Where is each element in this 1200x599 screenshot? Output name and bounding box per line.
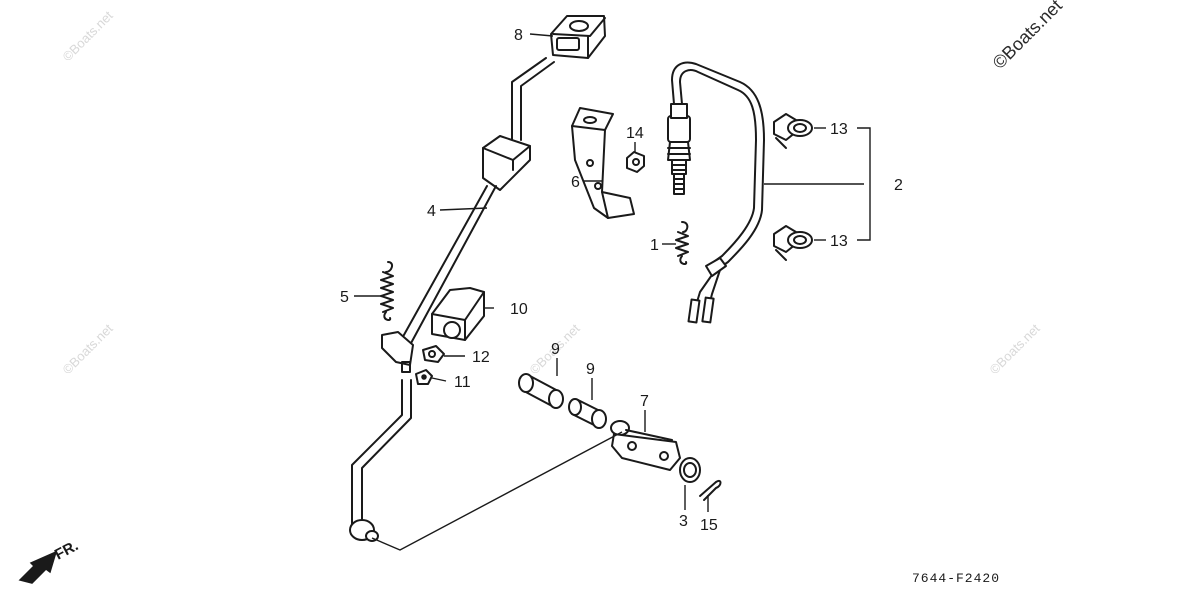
- callout-14: 14: [626, 125, 644, 142]
- callout-13-lower: 13: [830, 233, 848, 250]
- arm-part-7[interactable]: [610, 420, 681, 471]
- bolt-part-11[interactable]: [415, 369, 433, 385]
- callout-7: 7: [640, 393, 649, 410]
- bracket-part-6[interactable]: [571, 107, 635, 219]
- callout-2: 2: [894, 177, 903, 194]
- callout-15: 15: [700, 517, 718, 534]
- watermark-top-left: ©Boats.net: [60, 8, 116, 64]
- collar-part-9-left[interactable]: [518, 373, 564, 409]
- clip-part-12[interactable]: [422, 345, 445, 363]
- clamp-part-13-upper[interactable]: [773, 113, 813, 149]
- callout-12: 12: [472, 349, 490, 366]
- watermark-top-right: ©Boats.net: [989, 0, 1066, 73]
- collar-part-9-right[interactable]: [568, 398, 607, 429]
- shift-rod-part-4[interactable]: [381, 57, 555, 373]
- shift-rod-lower[interactable]: [349, 379, 412, 542]
- leader-lines: [354, 33, 871, 551]
- cotter-pin-part-15[interactable]: [699, 479, 722, 501]
- callout-6: 6: [571, 174, 580, 191]
- callout-9-left: 9: [551, 341, 560, 358]
- callout-13-upper: 13: [830, 121, 848, 138]
- callout-8: 8: [514, 27, 523, 44]
- callout-4: 4: [427, 203, 436, 220]
- diagram-code: 7644-F2420: [912, 571, 1000, 586]
- bushing-part-3[interactable]: [679, 457, 701, 483]
- front-direction-arrow: FR.: [18, 537, 81, 584]
- switch-cable-part-2[interactable]: [667, 61, 765, 324]
- callout-10: 10: [510, 301, 528, 318]
- front-label: FR.: [52, 537, 81, 563]
- clamp-part-13-lower[interactable]: [773, 225, 813, 261]
- spring-part-5[interactable]: [380, 261, 394, 321]
- nut-part-14[interactable]: [626, 151, 645, 173]
- watermark-mid-left: ©Boats.net: [60, 321, 116, 377]
- clip-part-10[interactable]: [431, 287, 485, 341]
- callout-1: 1: [650, 237, 659, 254]
- callout-5: 5: [340, 289, 349, 306]
- callout-labels: 8 4 5 10 12 11 6 14 1 9 9 7 3 15 2 13 13: [340, 27, 903, 534]
- spring-part-1[interactable]: [675, 221, 689, 265]
- callout-11: 11: [454, 374, 471, 391]
- watermark-mid-right: ©Boats.net: [987, 321, 1043, 377]
- callout-3: 3: [679, 513, 688, 530]
- callout-9-right: 9: [586, 361, 595, 378]
- knob-part-8[interactable]: [550, 15, 606, 59]
